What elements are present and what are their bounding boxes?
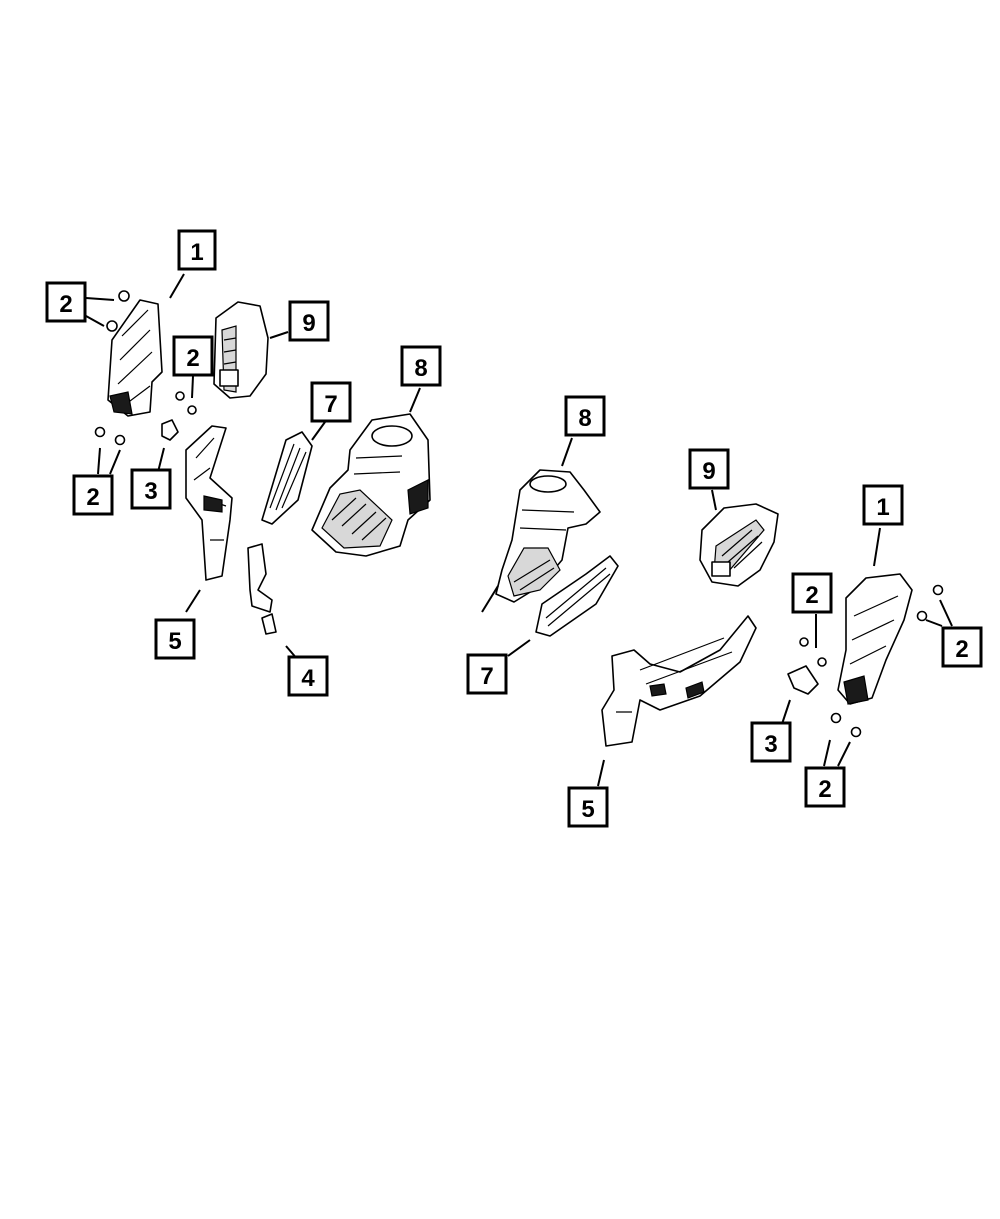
part-9-right: [699, 503, 779, 587]
leader-lines: [85, 273, 953, 787]
fastener-2-right-middle: [799, 637, 827, 667]
callout-2-right-lower: 2: [804, 766, 846, 808]
svg-text:2: 2: [186, 345, 199, 372]
svg-text:2: 2: [59, 291, 72, 318]
part-4: [247, 543, 277, 635]
part-3-left: [161, 419, 179, 441]
callout-8-right: 8: [564, 395, 606, 437]
fastener-2-left-middle: [175, 391, 197, 415]
callout-9-left: 9: [288, 300, 330, 342]
callout-1-right: 1: [862, 484, 904, 526]
svg-text:7: 7: [480, 663, 493, 690]
callout-7-right: 7: [466, 653, 508, 695]
svg-text:3: 3: [764, 731, 777, 758]
svg-text:8: 8: [578, 405, 591, 432]
part-7-left: [261, 431, 313, 525]
fastener-2-left-lower: [94, 426, 126, 446]
callout-1-left: 1: [177, 229, 217, 271]
svg-text:2: 2: [805, 582, 818, 609]
svg-text:2: 2: [86, 484, 99, 511]
part-5-left: [185, 425, 233, 581]
part-3-right: [787, 665, 819, 695]
callout-2-left-lower: 2: [72, 474, 114, 516]
svg-text:8: 8: [414, 355, 427, 382]
callout-2-right-middle: 2: [791, 572, 833, 614]
callout-8-left: 8: [400, 345, 442, 387]
part-1-left: [107, 299, 163, 417]
svg-text:5: 5: [168, 628, 181, 655]
callout-5-right: 5: [567, 786, 609, 828]
part-7-right: [535, 555, 619, 637]
part-1-right: [837, 573, 913, 705]
part-8-left: [311, 413, 431, 557]
svg-text:9: 9: [302, 310, 315, 337]
fastener-2-left-upper: [106, 290, 130, 332]
callout-4: 4: [287, 655, 329, 697]
svg-text:4: 4: [301, 665, 315, 692]
callout-3-right: 3: [750, 721, 792, 763]
svg-text:7: 7: [324, 391, 337, 418]
part-5-right: [601, 615, 757, 747]
part-8-right: [495, 469, 601, 603]
callout-2-left-middle: 2: [172, 335, 214, 377]
svg-text:1: 1: [876, 494, 889, 521]
part-9-left: [213, 301, 269, 399]
callout-7-left: 7: [310, 381, 352, 423]
svg-text:9: 9: [702, 458, 715, 485]
svg-text:1: 1: [190, 239, 203, 266]
callout-9-right: 9: [688, 448, 730, 490]
svg-text:2: 2: [818, 776, 831, 803]
callout-2-right-upper: 2: [941, 626, 983, 668]
callout-2-left-upper: 2: [45, 281, 87, 323]
fastener-2-right-lower: [830, 712, 862, 738]
svg-text:3: 3: [144, 478, 157, 505]
fastener-2-right-upper: [916, 584, 944, 622]
svg-text:5: 5: [581, 796, 594, 823]
svg-text:2: 2: [955, 636, 968, 663]
callout-3-left: 3: [130, 468, 172, 510]
callout-5-left: 5: [154, 618, 196, 660]
